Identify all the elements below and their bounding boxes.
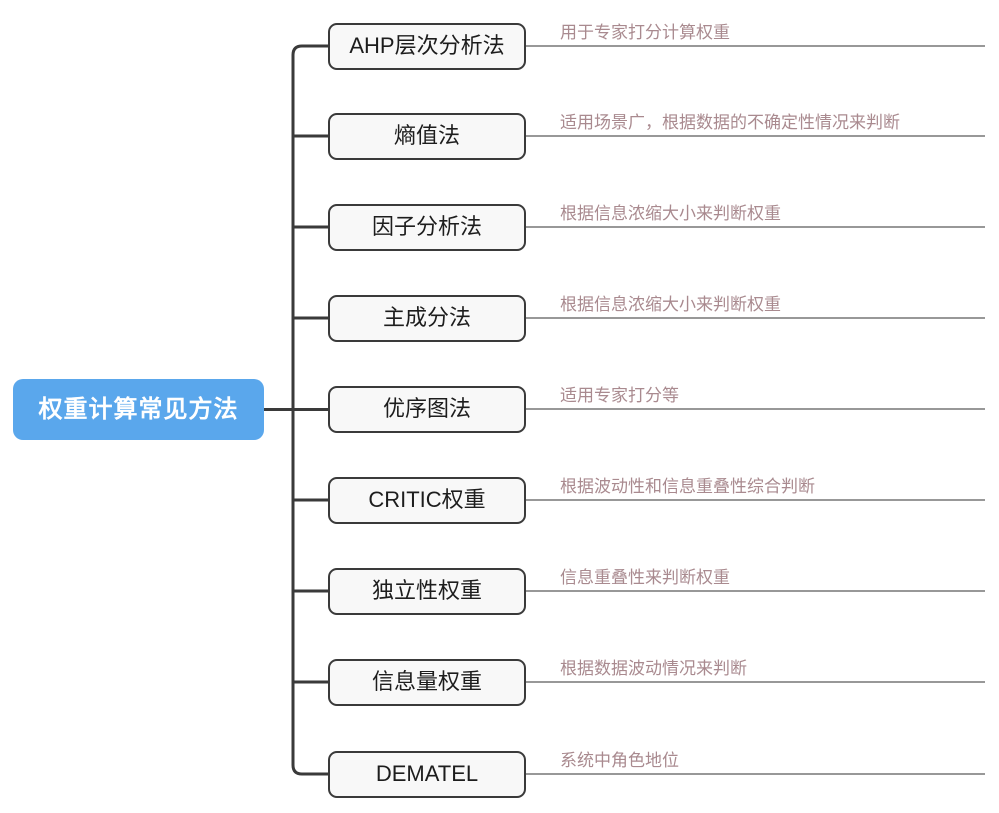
branch-annotation-text: 信息重叠性来判断权重 <box>560 568 730 587</box>
root-node[interactable]: 权重计算常见方法 <box>13 379 264 440</box>
branch-node-label: 主成分法 <box>382 305 471 330</box>
branch-node-label: DEMATEL <box>375 761 479 786</box>
branch-annotation-text: 根据信息浓缩大小来判断权重 <box>560 295 781 314</box>
branch-node-label: 信息量权重 <box>371 669 482 694</box>
branch-annotation-text: 根据数据波动情况来判断 <box>560 659 747 678</box>
branch-node[interactable]: 优序图法 <box>328 385 526 433</box>
branch-node-label: 优序图法 <box>382 396 471 421</box>
branch-node[interactable]: 信息量权重 <box>328 658 526 706</box>
branch-annotation-text: 适用场景广，根据数据的不确定性情况来判断 <box>560 113 900 132</box>
branch-annotation-text: 根据波动性和信息重叠性综合判断 <box>560 477 815 496</box>
root-node-label: 权重计算常见方法 <box>38 395 239 423</box>
branch-annotation-text: 根据信息浓缩大小来判断权重 <box>560 204 781 223</box>
branch-node[interactable]: AHP层次分析法 <box>328 22 526 70</box>
branch-node-label: 熵值法 <box>393 123 460 148</box>
branch-node[interactable]: 主成分法 <box>328 294 526 342</box>
branch-node[interactable]: CRITIC权重 <box>328 476 526 524</box>
branch-node-label: AHP层次分析法 <box>349 33 505 58</box>
branch-annotation-text: 系统中角色地位 <box>560 751 679 770</box>
branch-annotation-text: 用于专家打分计算权重 <box>560 23 730 42</box>
branch-node[interactable]: 因子分析法 <box>328 203 526 251</box>
branch-node-label: 独立性权重 <box>371 578 482 603</box>
branch-node-label: 因子分析法 <box>371 214 482 239</box>
branch-node[interactable]: DEMATEL <box>328 750 526 798</box>
branch-node-label: CRITIC权重 <box>368 487 486 512</box>
branch-node[interactable]: 独立性权重 <box>328 567 526 615</box>
branch-node[interactable]: 熵值法 <box>328 112 526 160</box>
branch-annotation-text: 适用专家打分等 <box>560 386 679 405</box>
